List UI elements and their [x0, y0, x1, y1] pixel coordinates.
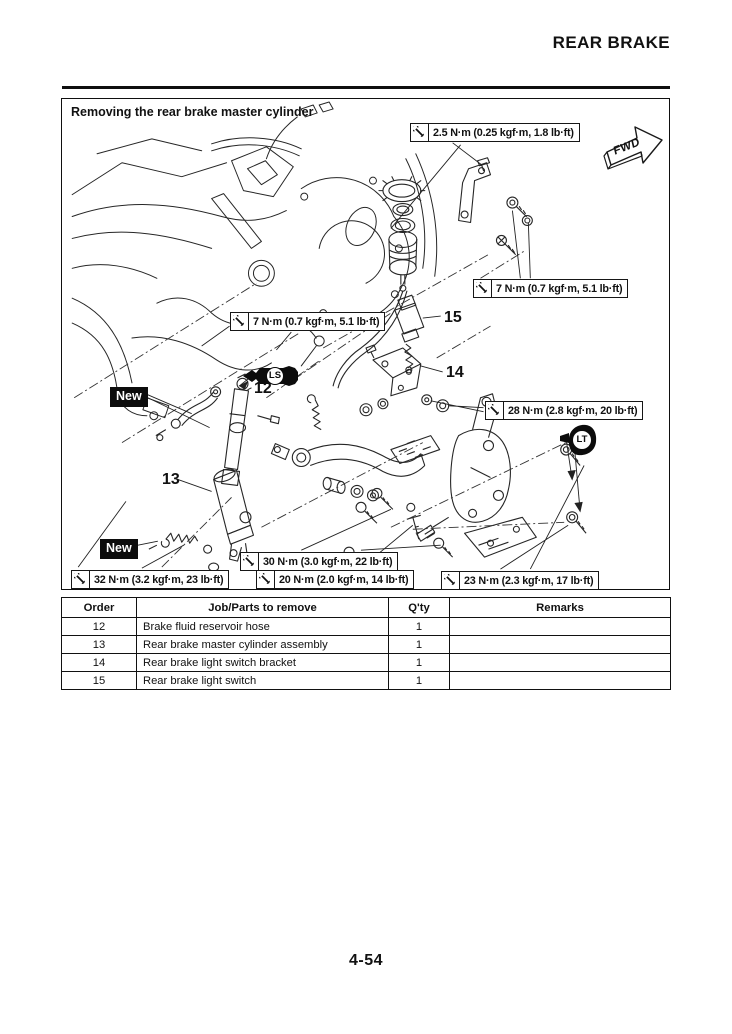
torque-callout-footrest: 28 N·m (2.8 kgf·m, 20 lb·ft)	[485, 401, 644, 420]
torque-callout-bottom-right: 23 N·m (2.3 kgf·m, 17 lb·ft)	[441, 571, 600, 590]
page-number: 4-54	[348, 952, 384, 969]
torque-callout-reservoir: 7 N·m (0.7 kgf·m, 5.1 lb·ft)	[473, 279, 629, 298]
part-number-15: 15	[444, 309, 462, 326]
torque-callout-top-bracket: 2.5 N·m (0.25 kgf·m, 1.8 lb·ft)	[410, 123, 580, 142]
cell-order: 14	[61, 653, 137, 672]
diagram-line-art	[71, 101, 587, 578]
torque-value: 32 N·m (3.2 kgf·m, 23 lb·ft)	[94, 573, 224, 586]
cell-qty: 1	[388, 617, 450, 636]
torque-wrench-icon	[486, 402, 504, 419]
new-part-label: New	[100, 539, 138, 559]
cell-remarks	[449, 617, 671, 636]
torque-callout-bottom-mid-lower: 20 N·m (2.0 kgf·m, 14 lb·ft)	[256, 570, 415, 589]
table-header-row: Order Job/Parts to remove Q'ty Remarks	[61, 597, 671, 618]
cell-order: 12	[61, 617, 137, 636]
torque-value: 23 N·m (2.3 kgf·m, 17 lb·ft)	[464, 574, 594, 587]
torque-value: 20 N·m (2.0 kgf·m, 14 lb·ft)	[279, 573, 409, 586]
cell-qty: 1	[388, 635, 450, 654]
cell-remarks	[449, 653, 671, 672]
torque-wrench-icon	[442, 572, 460, 589]
parts-table: Order Job/Parts to remove Q'ty Remarks 1…	[61, 597, 671, 690]
torque-value: 7 N·m (0.7 kgf·m, 5.1 lb·ft)	[253, 315, 380, 328]
torque-wrench-icon	[72, 571, 90, 588]
fwd-arrow-icon: FWD	[602, 119, 668, 177]
lt-label: LT	[576, 434, 588, 445]
part-number-14: 14	[446, 364, 464, 381]
table-row: 14 Rear brake light switch bracket 1	[61, 653, 671, 672]
table-row: 15 Rear brake light switch 1	[61, 671, 671, 690]
cell-remarks	[449, 635, 671, 654]
part-number-12: 12	[254, 380, 272, 397]
torque-value: 30 N·m (3.0 kgf·m, 22 lb·ft)	[263, 555, 393, 568]
cell-qty: 1	[388, 671, 450, 690]
torque-callout-bottom-left: 32 N·m (3.2 kgf·m, 23 lb·ft)	[71, 570, 230, 589]
figure-title: Removing the rear brake master cylinder	[71, 105, 314, 119]
col-header-job: Job/Parts to remove	[136, 597, 389, 618]
table-row: 12 Brake fluid reservoir hose 1	[61, 617, 671, 636]
cell-job: Rear brake light switch bracket	[136, 653, 389, 672]
torque-value: 7 N·m (0.7 kgf·m, 5.1 lb·ft)	[496, 282, 623, 295]
torque-wrench-icon	[411, 124, 429, 141]
ls-grease-icon: LS	[242, 365, 304, 387]
cell-job: Rear brake master cylinder assembly	[136, 635, 389, 654]
cell-remarks	[449, 671, 671, 690]
torque-wrench-icon	[241, 553, 259, 570]
torque-value: 2.5 N·m (0.25 kgf·m, 1.8 lb·ft)	[433, 126, 574, 139]
part-number-13: 13	[162, 471, 180, 488]
cell-order: 13	[61, 635, 137, 654]
col-header-qty: Q'ty	[388, 597, 450, 618]
torque-callout-mid-left: 7 N·m (0.7 kgf·m, 5.1 lb·ft)	[230, 312, 386, 331]
header-rule	[62, 86, 670, 89]
new-part-label: New	[110, 387, 148, 407]
cell-qty: 1	[388, 653, 450, 672]
torque-wrench-icon	[474, 280, 492, 297]
cell-job: Brake fluid reservoir hose	[136, 617, 389, 636]
cell-job: Rear brake light switch	[136, 671, 389, 690]
col-header-remarks: Remarks	[449, 597, 671, 618]
torque-wrench-icon	[257, 571, 275, 588]
ls-label: LS	[268, 370, 282, 381]
table-row: 13 Rear brake master cylinder assembly 1	[61, 635, 671, 654]
lt-threadlocker-icon: LT	[560, 422, 598, 458]
figure-box: Removing the rear brake master cylinder …	[61, 98, 670, 590]
cell-order: 15	[61, 671, 137, 690]
torque-callout-bottom-mid-upper: 30 N·m (3.0 kgf·m, 22 lb·ft)	[240, 552, 399, 571]
torque-value: 28 N·m (2.8 kgf·m, 20 lb·ft)	[508, 404, 638, 417]
page-title: REAR BRAKE	[552, 33, 670, 52]
torque-wrench-icon	[231, 313, 249, 330]
col-header-order: Order	[61, 597, 137, 618]
